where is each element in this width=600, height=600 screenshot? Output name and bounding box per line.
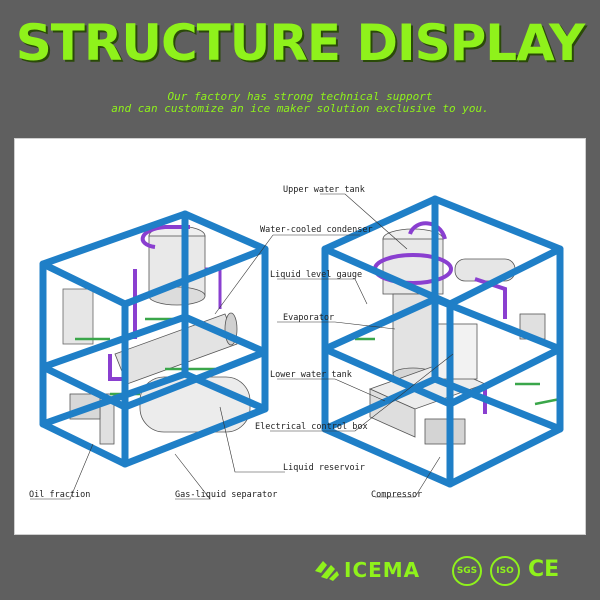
subtitle-line-2: and can customize an ice maker solution … [111,102,489,115]
ce-mark-icon: CE [528,557,560,582]
label-water-cooled-condenser: Water-cooled condenser [260,225,373,235]
label-liquid-level-gauge: Liquid level gauge [270,270,363,280]
label-upper-water-tank: Upper water tank [283,185,365,195]
label-evaporator: Evaporator [283,313,335,323]
sgs-cert-icon: SGS [452,556,482,586]
brand-name: ICEMA [344,558,421,582]
footer-brand-bar: ICEMA SGS ISO CE [0,548,600,594]
page-title: STRUCTURE DISPLAY [15,14,585,72]
right-machine [321,195,564,488]
iso-cert-icon: ISO [490,556,520,586]
left-machine [39,210,269,468]
label-oil-fraction: Oil fraction [29,490,91,500]
ice-machine-illustration [30,193,564,500]
subtitle-line-1: Our factory has strong technical support [167,90,433,103]
label-compressor: Compressor [371,490,423,500]
label-gas-liquid-separator: Gas-liquid separator [175,490,278,500]
structure-diagram-panel: Upper water tank Water-cooled condenser … [14,138,586,535]
label-liquid-reservoir: Liquid reservoir [283,463,365,473]
brand-logo-icon [315,561,339,581]
leader-lines [30,193,454,500]
label-electrical-control-box: Electrical control box [255,422,368,432]
label-lower-water-tank: Lower water tank [270,370,352,380]
